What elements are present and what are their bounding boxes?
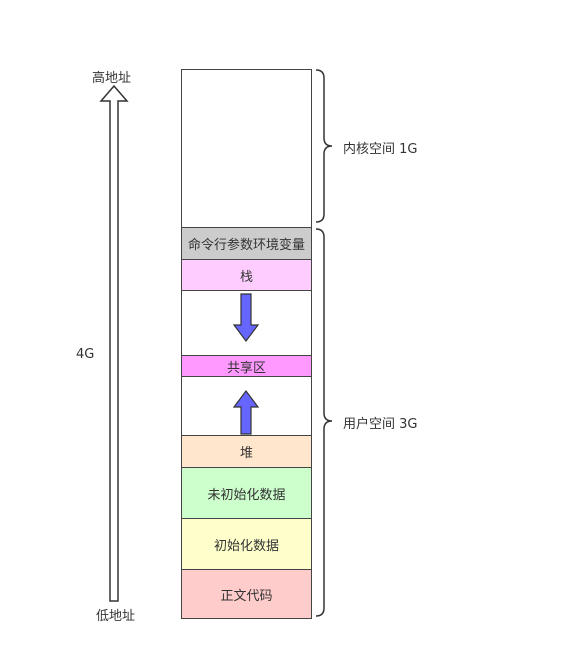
- stack-growth-gap: [181, 290, 312, 356]
- user-space-label: 用户空间 3G: [343, 417, 418, 432]
- uninitialized-data-segment: 未初始化数据: [181, 467, 312, 519]
- low-address-label: 低地址: [96, 609, 136, 624]
- high-address-label: 高地址: [92, 71, 132, 86]
- initialized-data-segment: 初始化数据: [181, 518, 312, 570]
- text-code-segment: 正文代码: [181, 569, 312, 619]
- user-space-brace: [315, 228, 333, 617]
- address-space-size-label: 4G: [76, 347, 95, 362]
- address-direction-arrow: [99, 84, 129, 602]
- command-line-env-segment: 命令行参数环境变量: [181, 227, 312, 260]
- kernel-space-label: 内核空间 1G: [343, 142, 418, 157]
- shared-region-segment: 共享区: [181, 355, 312, 377]
- heap-segment: 堆: [181, 435, 312, 468]
- kernel-space-block: [181, 69, 312, 228]
- stack-segment: 栈: [181, 259, 312, 291]
- heap-growth-gap: [181, 376, 312, 436]
- kernel-space-brace: [315, 69, 333, 223]
